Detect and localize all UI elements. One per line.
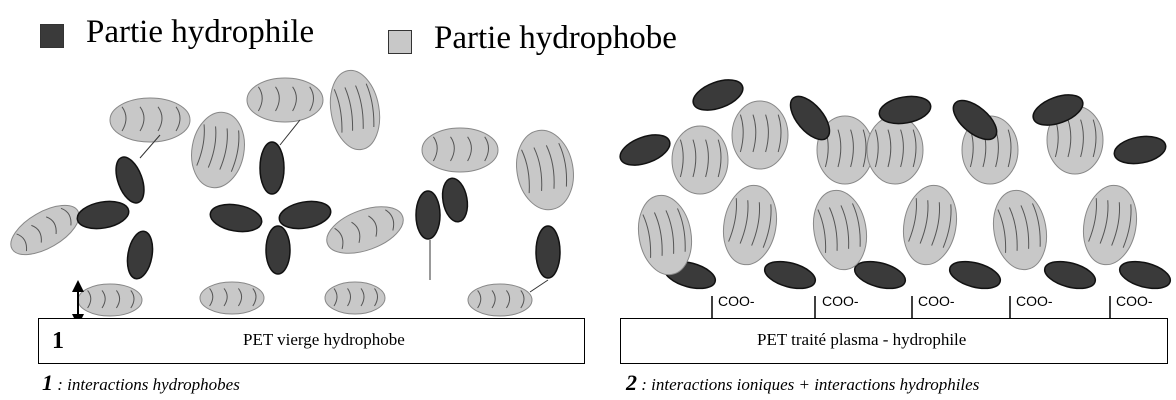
coo-group-3: COO- [918, 293, 955, 309]
hydrophobic-part [78, 284, 142, 316]
hydrophobic-part [1077, 181, 1142, 269]
hydrophobic-part [422, 128, 498, 172]
hydrophilic-part [689, 74, 747, 116]
caption-number: 1 [42, 370, 53, 395]
hydrophilic-part [536, 226, 560, 278]
hydrophobic-part [321, 198, 410, 263]
hydrophilic-part [1112, 133, 1168, 168]
hydrophilic-part [852, 257, 908, 294]
hydrophilic-part [75, 198, 131, 233]
caption-hydrophobic-interactions: 1 : interactions hydrophobes [42, 370, 240, 396]
pet-virgin-label: PET vierge hydrophobe [243, 330, 405, 350]
pet-plasma-label: PET traité plasma - hydrophile [757, 330, 966, 350]
molecule-layer [3, 66, 1173, 326]
hydrophilic-part [266, 226, 290, 274]
coo-group-4: COO- [1016, 293, 1053, 309]
connector-line [530, 280, 548, 292]
hydrophilic-part [947, 257, 1003, 294]
hydrophilic-part [416, 191, 440, 239]
caption-text: : interactions hydrophobes [53, 375, 240, 394]
hydrophobic-part [468, 284, 532, 316]
coo-group-2: COO- [822, 293, 859, 309]
hydrophilic-part [762, 257, 818, 294]
hydrophobic-part [732, 101, 788, 169]
hydrophobic-part [672, 126, 728, 194]
hydrophobic-part [3, 195, 87, 264]
hydrophilic-part [260, 142, 284, 194]
coo-group-5: COO- [1116, 293, 1153, 309]
hydrophobic-part [247, 78, 323, 122]
distance-marker-label: 1 [52, 328, 64, 355]
hydrophilic-part [208, 201, 264, 236]
hydrophilic-part [124, 229, 156, 280]
hydrophobic-part [897, 181, 962, 269]
hydrophobic-part [717, 181, 782, 269]
hydrophilic-part [277, 198, 333, 233]
hydrophilic-part [439, 176, 470, 223]
hydrophobic-part [867, 116, 923, 184]
coo-group-1: COO- [718, 293, 755, 309]
hydrophilic-part [111, 153, 150, 206]
hydrophobic-part [110, 98, 190, 142]
caption-ionic-hydrophilic-interactions: 2 : interactions ioniques + interactions… [626, 370, 979, 396]
hydrophobic-part [186, 108, 250, 192]
caption-number: 2 [626, 370, 637, 395]
hydrophobic-part [807, 186, 872, 274]
hydrophobic-part [987, 186, 1052, 274]
caption-text: : interactions ioniques + interactions h… [637, 375, 979, 394]
hydrophilic-part [1117, 257, 1173, 294]
connector-line [280, 120, 300, 145]
hydrophobic-part [325, 282, 385, 314]
hydrophobic-part [324, 66, 385, 153]
hydrophobic-part [510, 126, 579, 215]
hydrophilic-part [616, 129, 674, 171]
hydrophobic-part [200, 282, 264, 314]
hydrophilic-part [1042, 257, 1098, 294]
